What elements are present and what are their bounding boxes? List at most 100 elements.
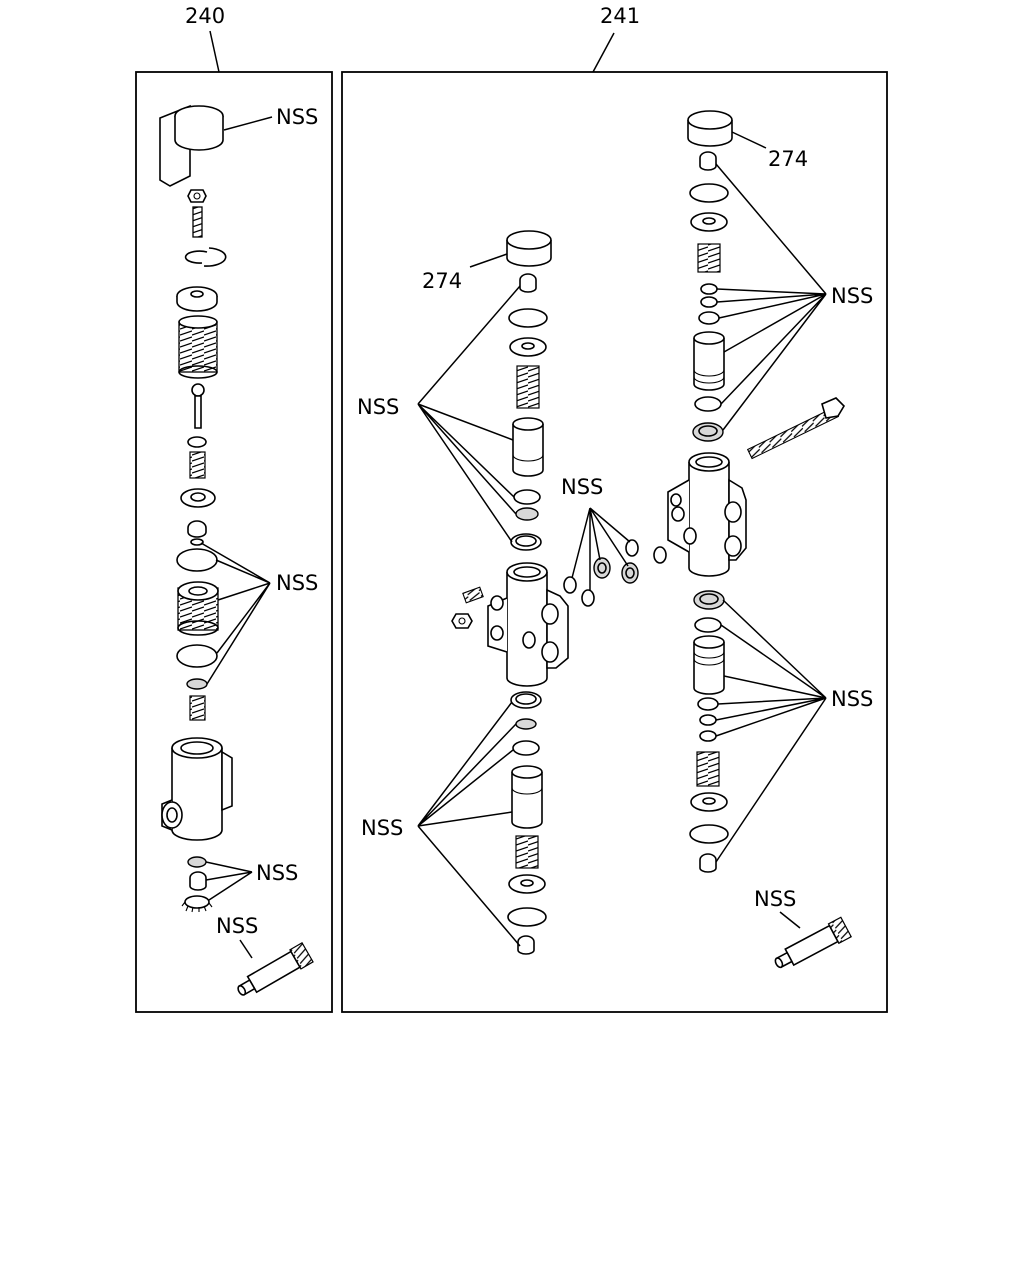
washer-left-2 (508, 874, 546, 894)
stud (192, 206, 203, 238)
valve-240-stack (159, 104, 314, 996)
label-240-nss-bottom: NSS (256, 861, 298, 885)
plug-left-bottom (517, 935, 535, 955)
o-ring-upper (176, 548, 218, 572)
valve-seat (180, 488, 216, 508)
leader-241-nss-left-upper (417, 285, 521, 543)
check-valve-2 (621, 562, 639, 584)
ring-right-f (699, 730, 717, 742)
o-ring-left-1 (513, 489, 541, 505)
small-spring (189, 451, 206, 479)
column-left (451, 230, 569, 955)
leader-240-nss-mid (200, 542, 271, 685)
plug-right-bottom (699, 853, 717, 873)
leader-274-left (469, 253, 508, 268)
label-241-nss-left-upper: NSS (357, 395, 399, 419)
cap-274-right (687, 110, 733, 147)
leader-240-nss-top (223, 116, 273, 131)
spring-left-lower (515, 835, 539, 869)
leader-240-nss-bottom (205, 861, 253, 901)
valve-body (161, 737, 233, 841)
label-241-nss-left-lower: NSS (361, 816, 403, 840)
group-240-leader (209, 30, 220, 73)
lower-spring (189, 695, 206, 721)
grease-tube-240 (237, 942, 314, 996)
ring-right-1 (689, 183, 729, 203)
leader-241-nss-center (571, 507, 631, 591)
group-241-leader (592, 32, 615, 73)
check-valve-1 (593, 557, 611, 579)
column-right (667, 110, 846, 873)
small-gasket (186, 678, 208, 690)
ring-right-a (700, 283, 718, 295)
valve-body-right (667, 452, 747, 577)
o-ring-right-2 (694, 617, 722, 633)
cup-left-1 (510, 533, 542, 551)
boot-cover (159, 104, 224, 187)
plug-right-top (699, 151, 717, 171)
large-spring (178, 315, 218, 379)
ring-right-d (697, 697, 719, 711)
o-ring-left-2 (512, 740, 540, 756)
leader-241-nss-left-lower (417, 701, 521, 947)
bottom-plug (189, 871, 207, 891)
label-241-nss-right-upper: NSS (831, 284, 873, 308)
grease-tube-241 (774, 916, 852, 969)
small-washer (187, 436, 207, 448)
valve-body-left (487, 562, 569, 687)
sleeve-right-lower (693, 635, 725, 695)
cup-right-2 (693, 590, 725, 610)
seal-left-2 (515, 718, 537, 730)
ring-right-b (700, 296, 718, 308)
plug-left-top (519, 273, 537, 293)
label-240-nss-top: NSS (276, 105, 318, 129)
spring-left-upper (516, 365, 540, 409)
ring-right-c (698, 311, 720, 325)
piston (177, 581, 219, 636)
washer-right-2 (690, 792, 728, 812)
sleeve-left-upper (512, 417, 544, 477)
leader-241-nss-right-upper (715, 163, 827, 431)
tiny-o-ring (190, 538, 204, 546)
leader-274-right (731, 131, 767, 149)
spring-right-lower (696, 751, 720, 787)
spring-right-upper (697, 243, 721, 273)
leader-241-nss-right-lower (715, 599, 827, 863)
o-ring-lower (176, 644, 218, 668)
bottom-seal (187, 856, 207, 868)
ring-right-2 (689, 824, 729, 844)
washer-left-1 (509, 337, 547, 357)
cup-left-2 (510, 691, 542, 709)
label-274-left: 274 (422, 269, 462, 293)
panel-240 (135, 71, 333, 1013)
label-241-nss-tube: NSS (754, 887, 796, 911)
label-240-nss-tube: NSS (216, 914, 258, 938)
label-241-nss-center: NSS (561, 475, 603, 499)
label-274-right: 274 (768, 147, 808, 171)
cup-right-1 (692, 422, 724, 442)
ring-left-2 (507, 907, 547, 927)
seal-left-1 (515, 507, 539, 521)
nut (187, 189, 207, 203)
ring-right-e (699, 714, 717, 726)
long-bolt (746, 397, 846, 460)
label-240-nss-mid: NSS (276, 571, 318, 595)
nut-left-side (451, 613, 473, 629)
ring-left-1 (508, 308, 548, 328)
label-241-nss-right-lower: NSS (831, 687, 873, 711)
sleeve-left-lower (511, 765, 543, 829)
center-connectors (563, 539, 667, 607)
bottom-washer (181, 895, 213, 913)
small-cap (187, 520, 207, 538)
leader-241-nss-tube (779, 911, 801, 929)
leader-240-nss-tube (239, 939, 253, 959)
o-ring-right-1 (694, 396, 722, 412)
screw-left-side (462, 586, 484, 604)
group-240-number: 240 (185, 4, 225, 28)
panel-241 (341, 71, 888, 1013)
washer-right-1 (690, 212, 728, 232)
cap-274-left (506, 230, 552, 267)
retainer (176, 286, 218, 312)
snap-ring (184, 247, 227, 267)
